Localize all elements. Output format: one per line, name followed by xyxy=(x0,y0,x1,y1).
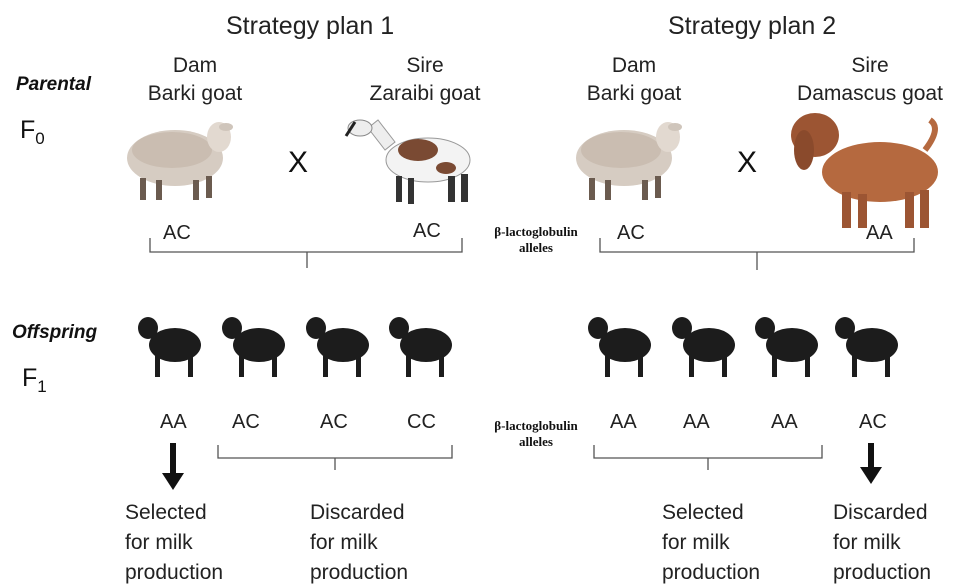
plan2-parent-brace xyxy=(599,238,915,270)
f1-label: F1 xyxy=(22,364,47,396)
plan2-title: Strategy plan 2 xyxy=(668,12,837,40)
offspring-label: Offspring xyxy=(12,322,98,343)
plan1-dam-genotype: AC xyxy=(163,222,191,244)
plan1-kid-4-image xyxy=(389,317,452,377)
plan1-sire-zaraibi-goat-image xyxy=(344,119,471,204)
plan1-offspring-genotype-1: AA xyxy=(160,411,187,433)
plan1-offspring-genotype-3: AC xyxy=(320,411,348,433)
plan1-discard-brace xyxy=(217,445,453,470)
plan2-dam-genotype: AC xyxy=(617,222,645,244)
plan1-dam-barki-goat-image xyxy=(127,122,233,200)
plan2-offspring-genotype-4: AC xyxy=(859,411,887,433)
plan2-kid-2-image xyxy=(672,317,735,377)
plan2-sire-genotype: AA xyxy=(866,222,893,244)
plan2-offspring-genotype-2: AA xyxy=(683,411,710,433)
plan1-parent-brace xyxy=(149,238,463,268)
plan1-kid-3-image xyxy=(306,317,369,377)
f0-label: F0 xyxy=(20,116,45,148)
plan1-select-arrow xyxy=(162,443,184,490)
plan2-kid-4-image xyxy=(835,317,898,377)
plan1-offspring-genotype-2: AC xyxy=(232,411,260,433)
plan1-sire-genotype: AC xyxy=(413,220,441,242)
plan2-discard-arrow xyxy=(860,443,882,484)
plan1-title: Strategy plan 1 xyxy=(226,12,395,40)
plan2-sire-damascus-goat-image xyxy=(791,113,938,228)
plan2-cross-symbol: X xyxy=(737,146,758,179)
plan2-kid-1-image xyxy=(588,317,651,377)
plan2-select-brace xyxy=(593,445,823,470)
parental-label: Parental xyxy=(16,74,91,95)
plan1-kid-2-image xyxy=(222,317,285,377)
plan2-kid-3-image xyxy=(755,317,818,377)
plan2-offspring-genotype-3: AA xyxy=(771,411,798,433)
plan2-offspring-genotype-1: AA xyxy=(610,411,637,433)
plan1-offspring-genotype-4: CC xyxy=(407,411,436,433)
plan1-kid-1-image xyxy=(138,317,201,377)
plan1-cross-symbol: X xyxy=(288,146,309,179)
plan2-dam-barki-goat-image xyxy=(576,122,682,200)
